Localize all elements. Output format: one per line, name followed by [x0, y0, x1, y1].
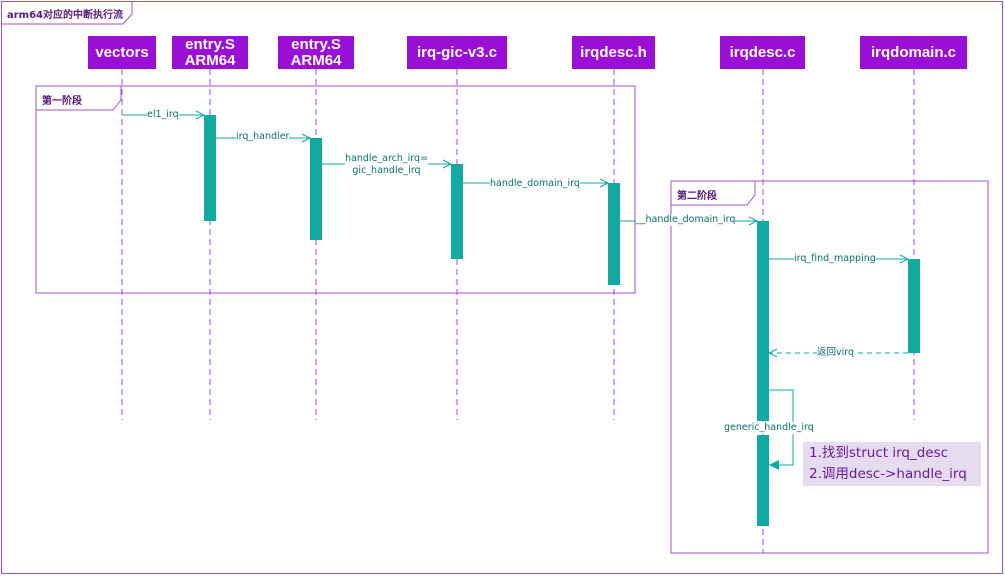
message-label-irq-handler: irq_handler [236, 131, 290, 143]
lifeline-irqdesc-h: irqdesc.h [572, 36, 655, 69]
note-box: 1.找到struct irq_desc 2.调用desc->handle_irq [803, 442, 981, 486]
activation-bar-irqdomain_c-6 [908, 259, 920, 353]
lifeline-irq-gic-v3: irq-gic-v3.c [407, 36, 507, 69]
message-arrow-handle-domain-irq-head [599, 178, 610, 188]
frame-stage1 [35, 85, 636, 294]
activation-bar-irqdesc_h-3 [608, 183, 620, 285]
lifeline-vectors: vectors [88, 36, 156, 69]
activation-bar-entry_s_1-0 [204, 115, 216, 221]
frame-stage1-tab [35, 85, 122, 111]
note-line-2: 2.调用desc->handle_irq [809, 466, 967, 482]
message-label-handle-arch-irq: handle_arch_irq= gic_handle_irq [345, 153, 429, 177]
message-label-generic-handle-irq: generic_handle_irq [724, 422, 814, 434]
message-arrow-return-virq-head [767, 348, 778, 358]
frame-stage1-title: 第一阶段 [42, 96, 82, 107]
message-arrow-irq-find-mapping-head [899, 254, 910, 264]
activation-bar-irq_gic_v3-2 [451, 164, 463, 259]
frame-stage2-tab [670, 180, 756, 206]
message-arrow-irq-handler-head [301, 133, 312, 143]
frame-stage2-title: 第二阶段 [677, 191, 717, 202]
lifeline-entry-s-1: entry.S ARM64 [172, 36, 248, 69]
title-tab [1, 1, 133, 25]
lifeline-entry-s-2: entry.S ARM64 [278, 36, 354, 69]
message-arrow-generic-handle-irq-head [769, 460, 779, 470]
lifeline-irqdesc-c: irqdesc.c [720, 36, 805, 69]
frame-stage2 [670, 180, 989, 554]
note-line-1: 1.找到struct irq_desc [809, 445, 949, 461]
message-label-el1-irq: el1_irq [147, 109, 179, 121]
message-label-irq-find-mapping: irq_find_mapping [794, 253, 876, 265]
message-arrow-handle-arch-irq-head [442, 159, 453, 169]
message-label-__handle-domain-irq: __handle_domain_irq [636, 214, 736, 226]
activation-bar-irqdesc_c-5 [757, 435, 769, 526]
diagram-title: arm64对应的中断执行流 [7, 10, 124, 21]
message-arrow-__handle-domain-irq-head [748, 216, 759, 226]
activation-bar-entry_s_2-1 [310, 138, 322, 240]
message-arrow-el1-irq-head [195, 110, 206, 120]
activation-bar-irqdesc_c-4 [757, 221, 769, 421]
message-label-handle-domain-irq: handle_domain_irq [490, 178, 580, 190]
message-label-return-virq: 返回virq [817, 347, 855, 359]
lifeline-irqdomain-c: irqdomain.c [860, 36, 967, 69]
